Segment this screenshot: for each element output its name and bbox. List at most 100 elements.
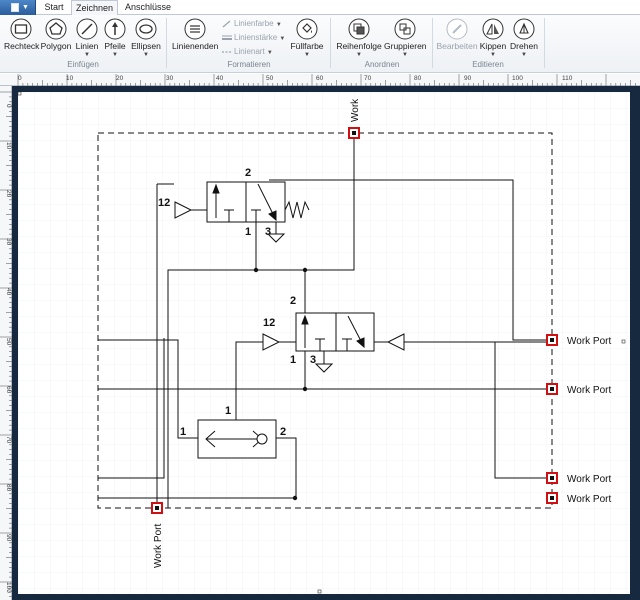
valve-2[interactable]: [262, 312, 405, 373]
linienstaerke-label: Linienstärke: [234, 33, 278, 42]
chevron-down-icon: ▼: [112, 52, 118, 58]
valve2-port3-label: 3: [310, 354, 316, 366]
flip-icon: [482, 18, 504, 40]
group-separator: [166, 18, 167, 68]
chevron-down-icon: ▼: [490, 52, 496, 58]
ruler-label: 80: [5, 484, 12, 492]
vertical-ruler[interactable]: 0 10 20 30 40 50 60 70 80 90 100: [0, 86, 12, 600]
ruler-label: 0: [5, 104, 12, 108]
ruler-label: 60: [5, 386, 12, 394]
chevron-down-icon: ▼: [356, 52, 362, 58]
chevron-down-icon: ▼: [143, 52, 149, 58]
kippen-label: Kippen: [479, 41, 507, 51]
valve1-port1-label: 1: [245, 226, 251, 238]
work-port-r3-label: Work Port: [567, 474, 611, 485]
ellipsen-button[interactable]: Ellipsen ▼: [130, 18, 162, 58]
connection-lines[interactable]: [98, 133, 552, 508]
drehen-button[interactable]: Drehen ▼: [509, 18, 539, 58]
drehen-label: Drehen: [510, 41, 538, 51]
valve2-pilot-label: 12: [263, 317, 275, 329]
rectangle-icon: [10, 18, 32, 40]
ruler-label: 60: [316, 75, 324, 82]
ruler-label: 90: [5, 534, 12, 542]
ruler-label: 0: [18, 75, 22, 82]
work-port-r4-label: Work Port: [567, 494, 611, 505]
application-menu-button[interactable]: ▼: [0, 0, 36, 15]
chevron-down-icon: ▼: [22, 4, 29, 11]
gruppieren-label: Gruppieren: [384, 41, 427, 51]
valve2-port1-label: 1: [290, 354, 296, 366]
work-port-bottom-label: Work Port: [153, 524, 164, 568]
ruler-ticks: [17, 74, 636, 86]
group-label-editieren: Editieren: [472, 60, 504, 69]
linienart-button[interactable]: Linienart ▼: [222, 46, 273, 58]
linienenden-button[interactable]: Linienenden: [172, 18, 218, 51]
ruler-ticks: 0 10 20 30 40 50 60 70 80 90 100: [0, 91, 12, 598]
line-ends-icon: [184, 18, 206, 40]
linien-label: Linien: [75, 41, 99, 51]
group-icon: [394, 18, 416, 40]
selection-handles[interactable]: [18, 92, 626, 594]
ruler-label: 20: [5, 190, 12, 198]
group-separator: [432, 18, 433, 68]
ruler-label: 40: [216, 75, 224, 82]
linien-button[interactable]: Linien ▼: [74, 18, 100, 58]
fuellfarbe-button[interactable]: Füllfarbe ▼: [289, 18, 325, 58]
ruler-label: 100: [5, 582, 12, 593]
gruppieren-button[interactable]: Gruppieren ▼: [384, 18, 427, 58]
ruler-label: 90: [464, 75, 472, 82]
polygon-icon: [45, 18, 67, 40]
document-icon: [11, 3, 19, 12]
linienfarbe-button[interactable]: Linienfarbe ▼: [222, 18, 282, 30]
chevron-down-icon: ▼: [521, 52, 527, 58]
fill-bucket-icon: [296, 18, 318, 40]
horizontal-ruler[interactable]: 0 10 20 30 40 50 60 70 80 90 100 110: [0, 74, 640, 86]
group-label-formatieren: Formatieren: [227, 60, 271, 69]
valve-1[interactable]: [174, 181, 310, 243]
polygon-label: Polygon: [40, 41, 72, 51]
pneumatic-diagram[interactable]: 12 2 1 3: [18, 92, 630, 594]
shuttle-port-left-label: 1: [180, 426, 186, 438]
pen-icon: [222, 20, 231, 28]
ribbon: Rechteck Polygon Linien ▼ Pfeile ▼ Ellip…: [0, 15, 640, 73]
valve2-port2-label: 2: [290, 295, 296, 307]
ruler-label: 30: [166, 75, 174, 82]
valve1-port2-label: 2: [245, 167, 251, 179]
group-label-anordnen: Anordnen: [364, 60, 400, 69]
sub-circuit-boundary[interactable]: [97, 132, 553, 509]
linienart-label: Linienart: [234, 47, 265, 56]
bearbeiten-button[interactable]: Bearbeiten: [436, 18, 478, 51]
chevron-down-icon: ▼: [266, 50, 273, 56]
drawing-canvas[interactable]: 12 2 1 3: [12, 86, 640, 600]
work-port-r1-label: Work Port: [567, 336, 611, 347]
work-port-top-label: Work: [350, 98, 361, 122]
ruler-label: 100: [512, 75, 523, 82]
ellipse-icon: [135, 18, 157, 40]
bearbeiten-label: Bearbeiten: [436, 41, 478, 51]
group-separator: [330, 18, 331, 68]
reihenfolge-button[interactable]: Reihenfolge ▼: [336, 18, 382, 58]
polygon-button[interactable]: Polygon: [39, 18, 73, 51]
ruler-label: 70: [364, 75, 372, 82]
pfeile-label: Pfeile: [104, 41, 126, 51]
group-separator: [544, 18, 545, 68]
tab-zeichnen[interactable]: Zeichnen: [71, 0, 118, 16]
tab-anschluesse[interactable]: Anschlüsse: [124, 2, 172, 12]
drawing-page[interactable]: 12 2 1 3: [18, 92, 630, 594]
work-port-r2-label: Work Port: [567, 385, 611, 396]
chevron-down-icon: ▼: [84, 52, 90, 58]
chevron-down-icon: ▼: [402, 52, 408, 58]
shuttle-valve[interactable]: [197, 419, 277, 459]
edit-icon: [446, 18, 468, 40]
line-style-icon: [222, 51, 232, 53]
tab-start[interactable]: Start: [44, 2, 64, 12]
valve1-port3-label: 3: [265, 226, 271, 238]
kippen-button[interactable]: Kippen ▼: [479, 18, 507, 58]
pfeile-button[interactable]: Pfeile ▼: [102, 18, 128, 58]
ruler-label: 70: [5, 436, 12, 444]
rechteck-button[interactable]: Rechteck: [4, 18, 39, 51]
ruler-label: 50: [266, 75, 274, 82]
ribbon-tab-bar: ▼ Start Zeichnen Anschlüsse: [0, 0, 640, 16]
valve1-pilot-label: 12: [158, 197, 170, 209]
linienstaerke-button[interactable]: Linienstärke ▼: [222, 32, 285, 44]
